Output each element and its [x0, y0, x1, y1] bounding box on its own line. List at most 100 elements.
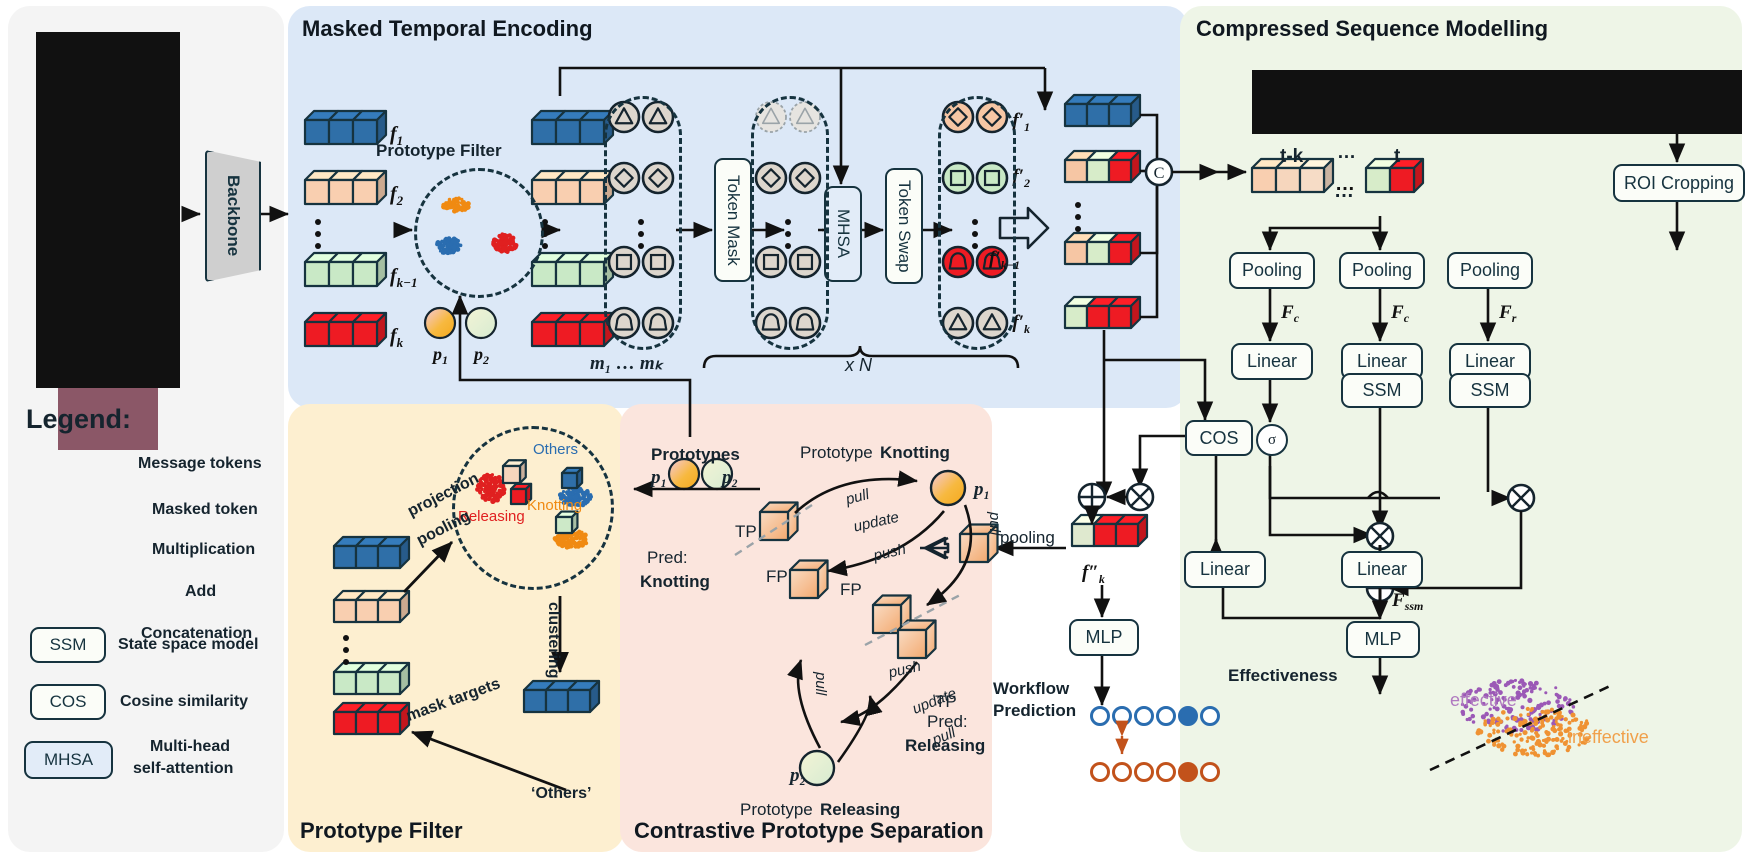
roi-cropping-label: ROI Cropping — [1623, 172, 1735, 193]
linear-label-1: Linear — [1246, 351, 1298, 371]
cos-label: COS — [1199, 427, 1239, 448]
timeline-mid-label: … — [1337, 142, 1356, 163]
ssm-block-2[interactable]: SSM — [1341, 373, 1423, 408]
legend-ssm-box-label: SSM — [49, 635, 87, 654]
linear-block-1[interactable]: Linear — [1231, 343, 1313, 380]
cps-prototypes-title: Prototypes — [651, 445, 740, 464]
cps-p2-node-label: p₂ — [790, 765, 807, 786]
pf-clustering-label: clustering — [545, 602, 562, 679]
cps-tp-label-1: TP — [735, 522, 757, 541]
legend-label-ssm: State space model — [118, 636, 259, 653]
mlp-block-effectiveness[interactable]: MLP — [1346, 621, 1420, 658]
timeline-start-label: t-k — [1280, 146, 1304, 167]
cps-proto-releasing-bold: Releasing — [820, 800, 901, 819]
backbone-block[interactable]: Backbone — [205, 150, 261, 282]
mlp-label-effectiveness: MLP — [1364, 629, 1402, 649]
ssm-label-3: SSM — [1470, 380, 1510, 400]
token-column-3-outline — [938, 96, 1016, 350]
sigma-operator: σ — [1256, 424, 1288, 456]
legend-label-message-tokens: Message tokens — [138, 455, 262, 472]
cos-block[interactable]: COS — [1185, 420, 1253, 456]
sigma-label: σ — [1267, 431, 1277, 448]
pf-cluster-releasing-label: Releasing — [458, 508, 525, 525]
pf-others-cube-label: ‘Others’ — [531, 785, 592, 802]
cps-fp-label-2: FP — [766, 567, 788, 586]
roi-cropping-block[interactable]: ROI Cropping — [1613, 164, 1745, 202]
pooling-label-3: Pooling — [1459, 260, 1521, 280]
cps-tp-label-2: TP — [935, 692, 957, 711]
legend-ssm-box: SSM — [30, 627, 106, 663]
groundtruth-circle — [1112, 762, 1132, 782]
linear-block-ssm-out[interactable]: Linear — [1341, 551, 1423, 588]
pf-cluster-outline — [452, 426, 614, 590]
ineffective-class-label: ineffective — [1568, 727, 1649, 747]
prediction-circle — [1090, 706, 1110, 726]
token-column-1-outline — [604, 96, 682, 350]
cps-pred-knotting-line1: Pred: — [647, 548, 688, 567]
linear-block-cos[interactable]: Linear — [1184, 551, 1266, 588]
timeline-end-label: t — [1394, 146, 1401, 167]
legend-label-multiplication: Multiplication — [152, 541, 256, 558]
surgical-video-filmstrip — [36, 32, 180, 388]
pf-title: Prototype Filter — [300, 818, 463, 843]
pooling-block-1[interactable]: Pooling — [1229, 252, 1315, 289]
effectiveness-label: Effectiveness — [1228, 666, 1338, 685]
legend-label-add: Add — [185, 583, 217, 600]
csm-title: Compressed Sequence Modelling — [1196, 16, 1549, 41]
backbone-label: Backbone — [224, 175, 243, 257]
timeline-ellipsis: … — [1334, 180, 1354, 202]
token-swap-label: Token Swap — [895, 179, 914, 273]
groundtruth-circle — [1134, 762, 1154, 782]
prediction-circle — [1134, 706, 1154, 726]
workflow-title-line2: Prediction — [993, 701, 1077, 720]
add-icon-workflow — [1077, 482, 1107, 512]
cps-proto-knotting-bold: Knotting — [880, 443, 950, 462]
workflow-title-line1: Workflow — [993, 679, 1070, 698]
pooling-label-1: Pooling — [1241, 260, 1303, 280]
token-swap-block[interactable]: Token Swap — [885, 168, 923, 284]
csm-filmstrip — [1252, 70, 1742, 134]
prototype-filter-inline-label: Prototype Filter — [376, 141, 502, 160]
legend-cos-box: COS — [30, 684, 106, 720]
cps-pred-releasing-line2: Releasing — [905, 736, 986, 755]
pooling-block-2[interactable]: Pooling — [1339, 252, 1425, 289]
cps-p1-node-label: p₁ — [974, 479, 991, 500]
linear-label-2: Linear — [1356, 351, 1408, 371]
ssm-label-2: SSM — [1362, 380, 1402, 400]
cps-proto-releasing-prefix: Prototype — [740, 800, 813, 819]
groundtruth-circle — [1156, 762, 1176, 782]
pooling-block-3[interactable]: Pooling — [1447, 252, 1533, 289]
legend-label-masked-token: Masked token — [152, 501, 258, 518]
cps-title: Contrastive Prototype Separation — [634, 818, 984, 843]
legend-label-cos: Cosine similarity — [120, 693, 249, 710]
cps-pred-releasing-line1: Pred: — [927, 712, 968, 731]
token-column-2-outline — [751, 96, 829, 350]
pf-cluster-knotting-label: Knotting — [527, 497, 583, 514]
groundtruth-circle — [1090, 762, 1110, 782]
legend-cos-box-label: COS — [49, 692, 87, 711]
legend-title: Legend: — [26, 404, 131, 434]
legend-mhsa-box: MHSA — [24, 741, 113, 779]
cps-p2-label: p₂ — [722, 467, 739, 488]
legend-label-concatenation: Concatenation — [141, 625, 253, 642]
multiplication-icon-workflow — [1125, 482, 1155, 512]
fk-double-prime-label: f″k — [1082, 562, 1105, 586]
prediction-circle — [1156, 706, 1176, 726]
mhsa-label: MHSA — [834, 209, 853, 259]
mlp-block-workflow[interactable]: MLP — [1069, 619, 1139, 656]
cps-proto-knotting-prefix: Prototype — [800, 443, 873, 462]
prediction-circle — [1112, 706, 1132, 726]
mhsa-block[interactable]: MHSA — [824, 186, 862, 282]
pooling-label-2: Pooling — [1351, 260, 1413, 280]
mask-tokens-label: m₁ … mₖ — [590, 353, 663, 374]
mte-title: Masked Temporal Encoding — [302, 16, 593, 41]
effective-class-label: effective — [1450, 690, 1517, 710]
repeat-n-label: x N — [845, 355, 872, 375]
pooling-arrow-label: pooling — [1000, 528, 1055, 547]
linear-label-cos: Linear — [1199, 559, 1251, 579]
svg-text:f″k: f″k — [1082, 562, 1105, 586]
prototype-filter-scatter-outline — [414, 168, 544, 298]
ssm-block-3[interactable]: SSM — [1449, 373, 1531, 408]
cps-p1-label: p₁ — [651, 467, 668, 488]
token-mask-block[interactable]: Token Mask — [714, 158, 752, 282]
